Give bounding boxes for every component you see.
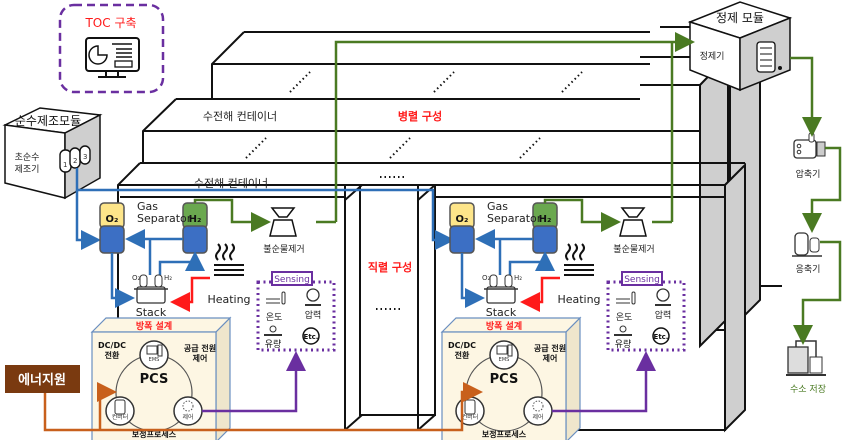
sensing-dotted-box — [256, 280, 336, 352]
purification-unit-label: 정제기 — [700, 51, 725, 62]
h2-flow-to-purification-1 — [334, 32, 695, 222]
h2-flow-to-storage — [793, 240, 842, 345]
stack-icon — [134, 274, 168, 304]
hydrogen-storage-icon — [786, 340, 826, 376]
energy-flow-branch-1 — [97, 382, 117, 430]
dcdc-label-2: 전환 — [105, 350, 120, 360]
heating-icon — [214, 243, 244, 276]
converter-label: 컨버터 — [112, 413, 129, 421]
pure-water-module-title: 순수제조모듈 — [15, 114, 81, 128]
shelf-ellipsis-lower — [245, 137, 541, 159]
mid-box-side — [699, 53, 729, 349]
o2-separator — [99, 202, 125, 254]
pcs-center-label: PCS — [140, 372, 169, 387]
purification-module — [687, 1, 793, 92]
shelf-ellipsis-upper — [289, 71, 583, 93]
h2-label: H₂ — [189, 214, 202, 225]
dashboard-monitor-icon — [85, 37, 140, 78]
impurity-remover-icon — [269, 207, 297, 237]
pure-water-module: 1 2 3 — [2, 107, 103, 200]
etc-label: Etc. — [304, 333, 319, 341]
compensation-process-label: 보정프로세스 — [132, 429, 177, 439]
control-label: 제어 — [182, 413, 193, 421]
temperature-sensor-icon — [266, 291, 286, 305]
h2-to-remover-line — [193, 198, 271, 232]
gas-separator-label-1: Gas — [137, 200, 158, 213]
front-container-title: 수전해 컨테이너 — [194, 176, 268, 190]
toc-title: TOC 구축 — [84, 16, 136, 30]
parallel-config-label: 병렬 구성 — [398, 109, 442, 123]
stack-to-h2-line — [158, 251, 205, 275]
flow-label: 유량 — [265, 338, 282, 350]
h2-flow-to-condenser — [802, 146, 842, 233]
pressure-gauge-icon — [305, 288, 321, 306]
series-bevels — [344, 184, 436, 431]
hydrogen-storage-label: 수소 저장 — [790, 384, 826, 395]
o2-to-stack-line — [110, 253, 135, 308]
compressor-icon — [793, 132, 826, 159]
heating-label: Heating — [207, 293, 250, 306]
ems-label: EMS — [149, 357, 160, 363]
svg-text:1: 1 — [63, 161, 67, 169]
purification-module-title: 정제 모듈 — [716, 11, 764, 25]
series-inner — [359, 185, 436, 416]
stack-o2-label: O₂ — [132, 274, 141, 282]
toc-panel: TOC 구축 — [58, 3, 165, 94]
condenser-label: 응축기 — [796, 264, 821, 275]
purifier-icon — [756, 41, 782, 73]
temperature-label: 온도 — [266, 312, 283, 323]
dcdc-label-1: DC/DC — [98, 341, 126, 350]
water-inlet-branch-1 — [75, 190, 101, 250]
electrolysis-unit-2 — [442, 200, 684, 440]
compressor-label: 압축기 — [796, 168, 821, 180]
control-signal-line — [202, 351, 306, 413]
flow-meter-icon — [264, 325, 282, 336]
toc-dashed-border — [58, 3, 165, 94]
stack-h2-label: H₂ — [164, 274, 172, 282]
o2-label: O₂ — [106, 214, 119, 225]
filter-cartridges-icon: 1 2 3 — [59, 145, 91, 173]
impurity-remover-label: 불순물제거 — [263, 244, 304, 255]
power-supply-label-2: 제어 — [193, 353, 208, 363]
electrolysis-unit-1: O₂ H₂ Gas Separator O₂ H₂ Stack Heating — [91, 198, 336, 440]
power-supply-label-1: 공급 전원 — [184, 343, 216, 353]
pure-water-unit-label-2: 제조기 — [15, 164, 40, 175]
pressure-label: 압력 — [305, 309, 322, 321]
energy-source-label: 에너지원 — [18, 372, 66, 388]
h2-separator — [182, 202, 208, 254]
shelf-bevel-1 — [211, 31, 245, 99]
gas-separator-label-2: Separator — [137, 212, 192, 225]
water-inlet-line — [75, 168, 455, 250]
svg-text:3: 3 — [83, 153, 87, 161]
series-config-label: 직렬 구성 — [368, 260, 412, 274]
heating-flow-line — [170, 276, 210, 312]
explosion-proof-label: 방폭 설계 — [136, 320, 172, 332]
sensing-title: Sensing — [274, 275, 310, 285]
parallel-container-label: 수전해 컨테이너 — [203, 109, 277, 123]
pure-water-unit-label-1: 초순수 — [15, 152, 40, 163]
front-side-face — [724, 162, 746, 433]
series-section-edges — [344, 185, 419, 430]
condenser-icon — [792, 232, 822, 257]
etc-sensor-icon — [302, 327, 320, 345]
energy-flow-line — [43, 382, 483, 432]
stack-label: Stack — [136, 306, 167, 319]
h2-flow-to-compressor — [790, 56, 822, 137]
sensing-title-box — [271, 271, 313, 286]
mid-box-edge — [640, 84, 701, 346]
energy-source-box — [5, 365, 80, 393]
svg-text:2: 2 — [73, 157, 77, 165]
